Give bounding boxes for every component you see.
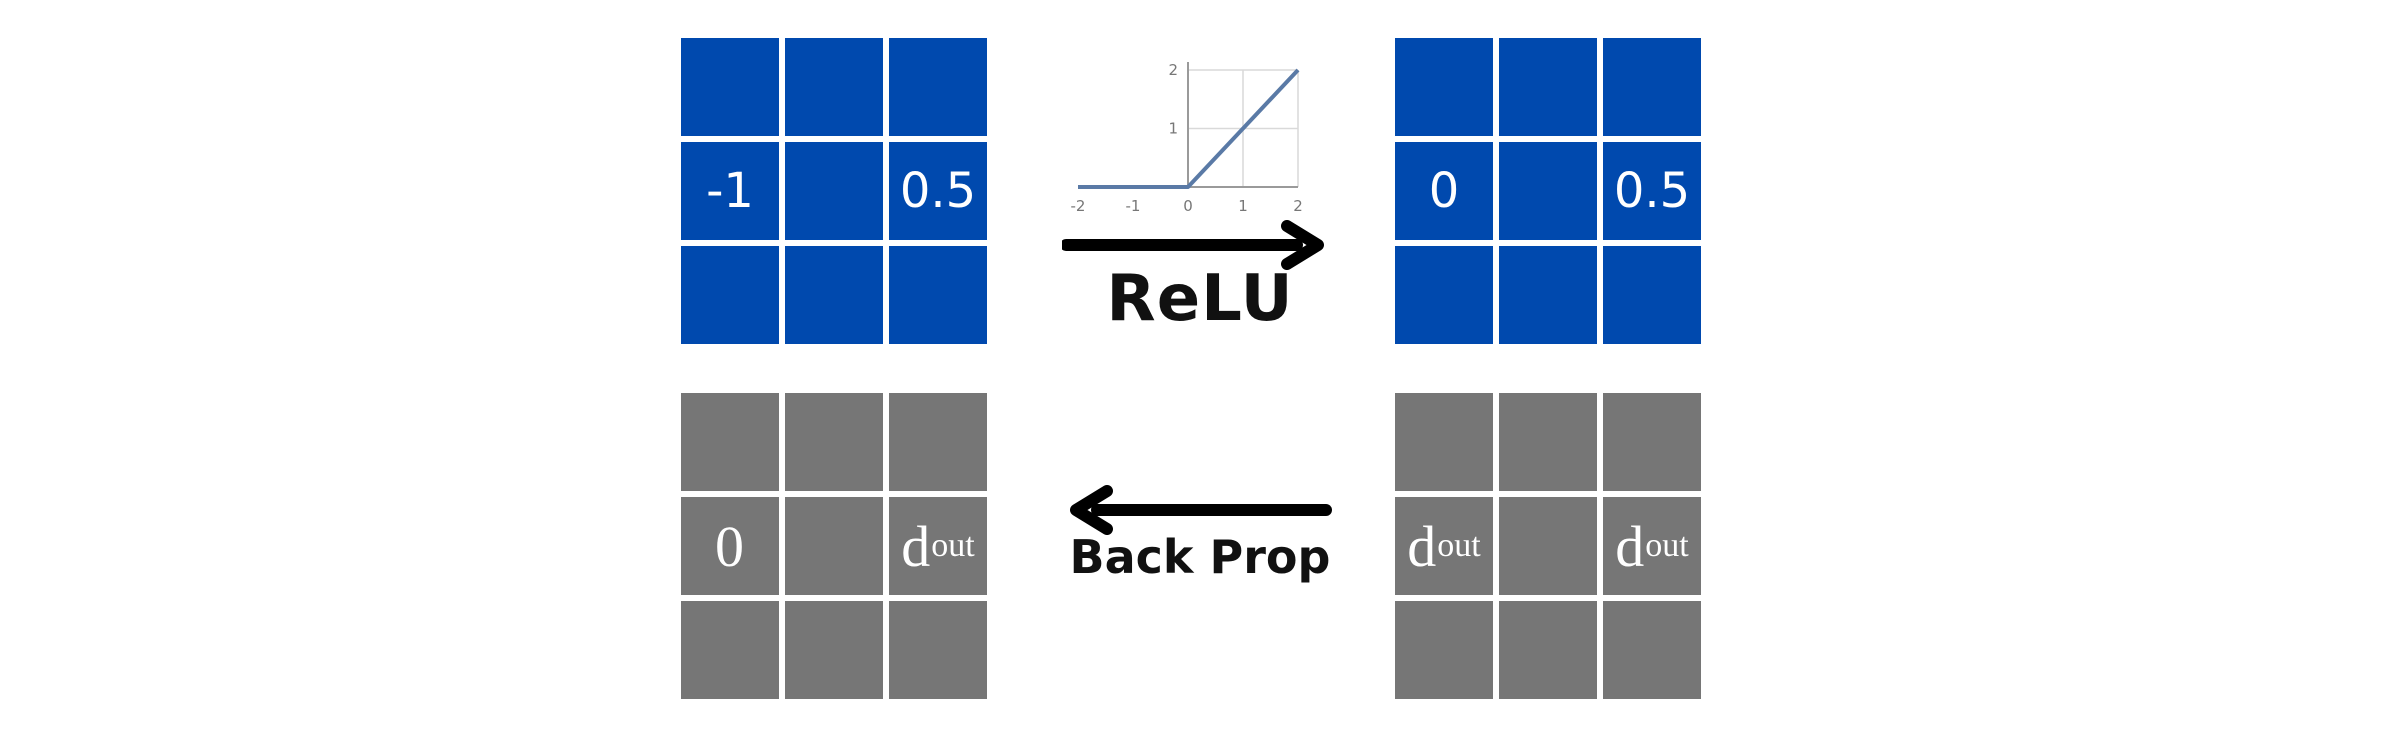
- x-tick-label: -1: [1126, 197, 1141, 215]
- input-cell: [681, 246, 779, 344]
- grad-input-cell: [889, 601, 987, 699]
- output-cell: [1603, 38, 1701, 136]
- grad-output-cell: [1499, 601, 1597, 699]
- input-cell: [889, 246, 987, 344]
- output-cell: [1603, 246, 1701, 344]
- forward-arrow-icon: [1062, 220, 1324, 270]
- grad-output-cell: [1499, 393, 1597, 491]
- input-cell: [681, 38, 779, 136]
- grad-input-cell: 0: [681, 497, 779, 595]
- x-tick-label: -2: [1071, 197, 1086, 215]
- grad-output-cell: [1603, 393, 1701, 491]
- y-tick-label: 2: [1168, 61, 1178, 79]
- grad-input-cell: [681, 393, 779, 491]
- output-matrix: 0 0.5: [1395, 38, 1701, 344]
- grad-input-cell: [785, 497, 883, 595]
- input-cell: 0.5: [889, 142, 987, 240]
- grad-input-cell: [785, 393, 883, 491]
- grad-output-cell: [1395, 601, 1493, 699]
- grad-input-cell: [889, 393, 987, 491]
- input-cell: [889, 38, 987, 136]
- output-cell: [1499, 142, 1597, 240]
- grad-output-cell: [1395, 393, 1493, 491]
- input-cell: -1: [681, 142, 779, 240]
- y-tick-label: 1: [1168, 120, 1178, 138]
- output-cell: [1499, 38, 1597, 136]
- input-matrix: -1 0.5: [681, 38, 987, 344]
- output-cell: [1395, 38, 1493, 136]
- backprop-label: Back Prop: [1069, 530, 1331, 584]
- input-cell: [785, 246, 883, 344]
- input-cell: [785, 38, 883, 136]
- relu-chart: -2 -1 0 1 2 1 2: [1071, 61, 1303, 215]
- output-cell: 0.5: [1603, 142, 1701, 240]
- relu-series-line: [1078, 68, 1300, 189]
- grad-input-cell: [681, 601, 779, 699]
- relu-label: ReLU: [1106, 262, 1294, 336]
- grad-output-cell: [1603, 601, 1701, 699]
- x-tick-label: 2: [1293, 197, 1303, 215]
- x-tick-label: 1: [1238, 197, 1248, 215]
- grad-input-cell: [785, 601, 883, 699]
- input-cell: [785, 142, 883, 240]
- x-tick-label: 0: [1183, 197, 1193, 215]
- grad-output-cell: [1499, 497, 1597, 595]
- backward-arrow-icon: [1070, 485, 1332, 535]
- output-cell: [1395, 246, 1493, 344]
- output-cell: [1499, 246, 1597, 344]
- output-cell: 0: [1395, 142, 1493, 240]
